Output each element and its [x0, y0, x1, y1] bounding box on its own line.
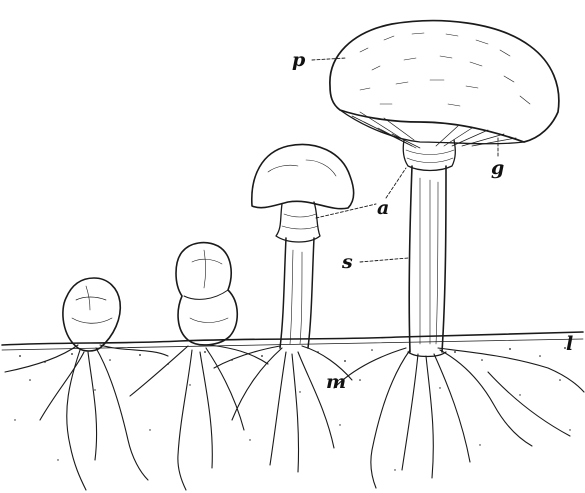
young-veil [276, 202, 320, 242]
young-cap [252, 144, 354, 208]
leader-s [360, 258, 408, 262]
mature-mushroom-stage-4 [330, 21, 559, 357]
label-mycelium: m [326, 371, 346, 393]
mature-gills [340, 110, 524, 144]
button-stage-1 [63, 278, 120, 351]
label-gills: g [491, 157, 504, 179]
ground-surface-line [2, 332, 583, 345]
leader-p [312, 58, 346, 60]
leader-a-upper [386, 168, 406, 198]
mature-cap [330, 21, 559, 142]
soil [2, 332, 583, 471]
label-stipe: s [341, 251, 353, 273]
mycelium [5, 345, 584, 490]
mature-annulus [403, 140, 455, 171]
soil-speckles [14, 347, 570, 471]
label-pileus: p [292, 49, 306, 71]
young-mushroom-stage-3 [252, 144, 354, 348]
label-annulus: a [377, 197, 389, 219]
ground-surface-line-2 [2, 339, 583, 350]
label-ground-level: l [566, 333, 573, 355]
mature-stipe [409, 166, 446, 352]
button-stage-2 [176, 243, 237, 345]
young-stipe [280, 238, 314, 348]
